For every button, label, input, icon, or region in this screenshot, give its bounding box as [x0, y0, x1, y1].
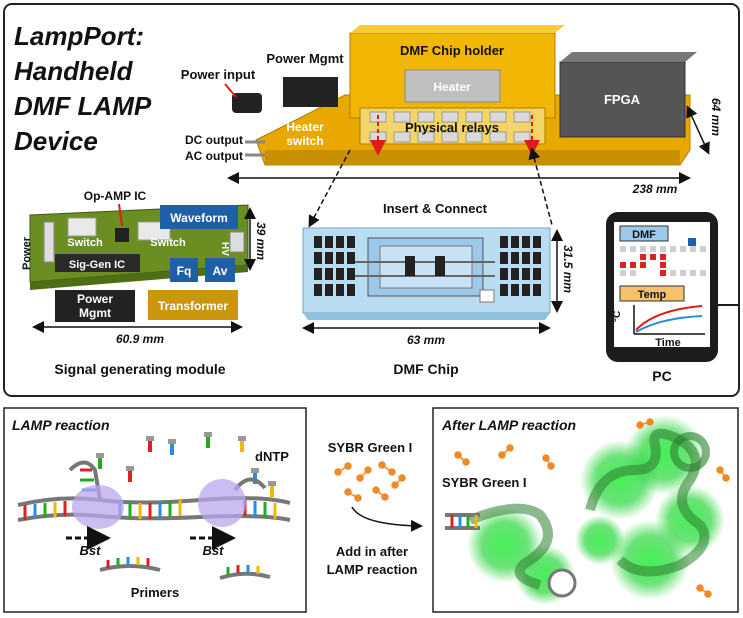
chip-height-label: 31.5 mm — [561, 245, 575, 293]
power-jack — [232, 93, 262, 113]
chip-width-label: 63 mm — [407, 333, 445, 347]
title-line-4: Device — [14, 126, 98, 156]
module-width-label: 60.9 mm — [116, 332, 164, 346]
sybr-label-after: SYBR Green I — [442, 475, 527, 490]
heater-switch-label-2: switch — [286, 134, 323, 148]
pc-x-axis-label: Time — [655, 337, 680, 349]
pc-temp-tab — [619, 285, 685, 302]
ac-output-label: AC output — [185, 149, 243, 163]
fpga-label: FPGA — [604, 92, 641, 107]
sybr-label-middle: SYBR Green I — [328, 440, 413, 455]
chip-holder-label: DMF Chip holder — [400, 43, 504, 58]
add-label-2: LAMP reaction — [327, 562, 418, 577]
waveform-label: Waveform — [170, 211, 228, 225]
heater-label: Heater — [433, 80, 471, 94]
dntp-molecules — [96, 432, 276, 497]
dntp-label: dNTP — [255, 449, 289, 464]
bst-left-label: Bst — [80, 543, 102, 558]
title-line-3: DMF LAMP — [14, 91, 152, 121]
chip-caption: DMF Chip — [393, 361, 458, 377]
lampport-device: DMF Chip holder Heater FPGA Power Mgmt P… — [181, 25, 697, 166]
add-label-1: Add in after — [336, 544, 408, 559]
title-line-1: LampPort: — [14, 21, 144, 51]
add-arrow — [351, 506, 423, 532]
signal-generating-module: Power Switch Op-AMP IC Switch Sig-Gen IC… — [21, 189, 249, 322]
top-panel-border — [3, 3, 740, 397]
module-height-label: 39 mm — [254, 222, 268, 260]
pc-tablet: DMF Temp °C Time — [606, 212, 740, 362]
module-caption: Signal generating module — [54, 361, 225, 377]
op-amp-label: Op-AMP IC — [84, 189, 147, 203]
primers — [99, 557, 271, 580]
heater-block — [404, 69, 501, 103]
power-mgmt-module — [55, 290, 135, 322]
lamp-reaction-title: LAMP reaction — [12, 417, 110, 433]
power-mgmt-chip — [283, 77, 338, 107]
after-lamp-panel — [432, 407, 739, 613]
lamp-reaction-panel — [3, 407, 307, 613]
sybr-molecules-after — [454, 418, 730, 598]
pc-dmf-tab — [619, 225, 669, 242]
bst-right-label: Bst — [203, 543, 225, 558]
title-line-2: Handheld — [14, 56, 134, 86]
av-label: Av — [213, 264, 228, 278]
transformer — [148, 290, 238, 320]
power-mgmt-module-label-1: Power — [77, 292, 113, 306]
heater-switch-label-1: Heater — [286, 120, 324, 134]
primers-label: Primers — [131, 585, 179, 600]
fq-label: Fq — [177, 264, 192, 278]
bst-polymerase-left — [72, 485, 124, 529]
device-width-label: 238 mm — [632, 182, 678, 196]
pc-y-axis-label: °C — [612, 311, 623, 322]
physical-relays-label: Physical relays — [405, 120, 499, 135]
fpga-chip — [559, 61, 686, 138]
power-mgmt-module-label-2: Mgmt — [79, 306, 111, 320]
pc-dmf-label: DMF — [632, 229, 656, 241]
glowing-lamp-products — [467, 415, 725, 605]
device-height-dimension — [686, 105, 710, 155]
hv-label: HV — [219, 242, 230, 256]
insert-connect-label: Insert & Connect — [383, 201, 488, 216]
power-label: Power — [21, 236, 33, 270]
power-mgmt-label: Power Mgmt — [266, 51, 344, 66]
free-dna-end — [445, 513, 480, 530]
dna-strands — [17, 460, 291, 522]
after-lamp-title: After LAMP reaction — [441, 417, 576, 433]
device-height-label: 64 mm — [709, 98, 723, 136]
sybr-molecules-middle — [334, 461, 406, 502]
device-title: LampPort: Handheld DMF LAMP Device — [14, 21, 152, 156]
bst-polymerase-right — [198, 479, 246, 527]
sig-gen-label: Sig-Gen IC — [69, 259, 125, 271]
power-input-label: Power input — [181, 67, 256, 82]
transformer-label: Transformer — [158, 299, 228, 313]
switch-left-label: Switch — [67, 237, 103, 249]
dc-output-label: DC output — [185, 133, 243, 147]
switch-right-label: Switch — [150, 237, 186, 249]
pc-caption: PC — [652, 368, 671, 384]
dmf-chip — [302, 227, 551, 320]
pc-temp-label: Temp — [638, 289, 667, 301]
